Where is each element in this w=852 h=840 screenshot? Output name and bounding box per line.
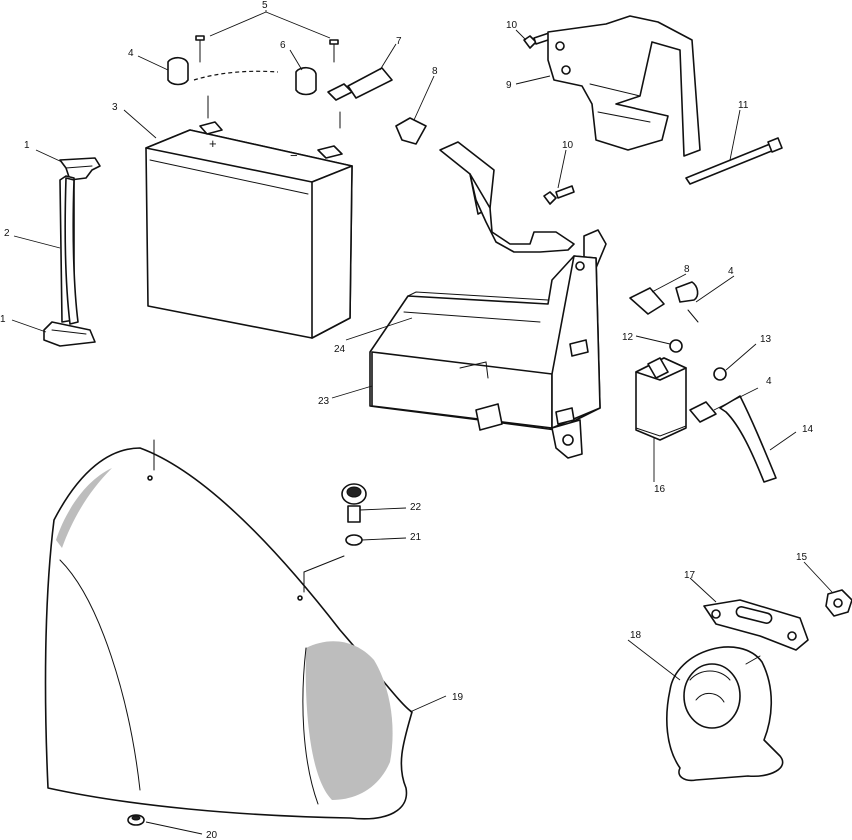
battery: + − (145, 121, 353, 339)
callout-16: 16 (654, 484, 666, 495)
callout-15: 15 (796, 552, 808, 563)
battery-negative-terminal: − (290, 148, 298, 163)
callout-1-top: 1 (24, 140, 30, 151)
callout-labels: 1 2 1 3 4 5 6 7 8 10 9 11 10 8 4 12 13 4… (0, 0, 814, 840)
callout-23: 23 (318, 396, 330, 407)
small-fasteners (523, 31, 727, 425)
callout-7: 7 (396, 36, 402, 47)
callout-4-right: 4 (728, 266, 734, 277)
battery-strap (43, 157, 101, 347)
callout-4-lower: 4 (766, 376, 772, 387)
callout-22: 22 (410, 502, 422, 513)
callout-19: 19 (452, 692, 464, 703)
callout-20: 20 (206, 830, 218, 840)
callout-3: 3 (112, 102, 118, 113)
callout-2: 2 (4, 228, 10, 239)
leader-lines (11, 10, 833, 835)
callout-6: 6 (280, 40, 286, 51)
callout-21: 21 (410, 532, 422, 543)
callout-8-right: 8 (684, 264, 690, 275)
front-cowl (44, 447, 413, 820)
battery-tray (369, 255, 601, 459)
callout-9: 9 (506, 80, 512, 91)
horn-assembly (666, 589, 852, 782)
callout-4-left: 4 (128, 48, 134, 59)
callout-12: 12 (622, 332, 634, 343)
callout-13: 13 (760, 334, 772, 345)
callout-1-bottom: 1 (0, 314, 6, 325)
callout-5: 5 (262, 0, 268, 11)
callout-8-top: 8 (432, 66, 438, 77)
battery-bracket (395, 117, 607, 269)
callout-10-top: 10 (506, 20, 518, 31)
relay-module (635, 357, 687, 441)
callout-24: 24 (334, 344, 346, 355)
callout-10-mid: 10 (562, 140, 574, 151)
cowl-fasteners (127, 439, 367, 826)
callout-11: 11 (738, 100, 749, 111)
mount-bracket (547, 15, 783, 185)
cable-lug (675, 281, 777, 483)
callout-14: 14 (802, 424, 814, 435)
callout-18: 18 (630, 630, 642, 641)
terminal-hardware (167, 35, 393, 129)
callout-17: 17 (684, 570, 696, 581)
battery-positive-terminal: + (209, 136, 217, 151)
